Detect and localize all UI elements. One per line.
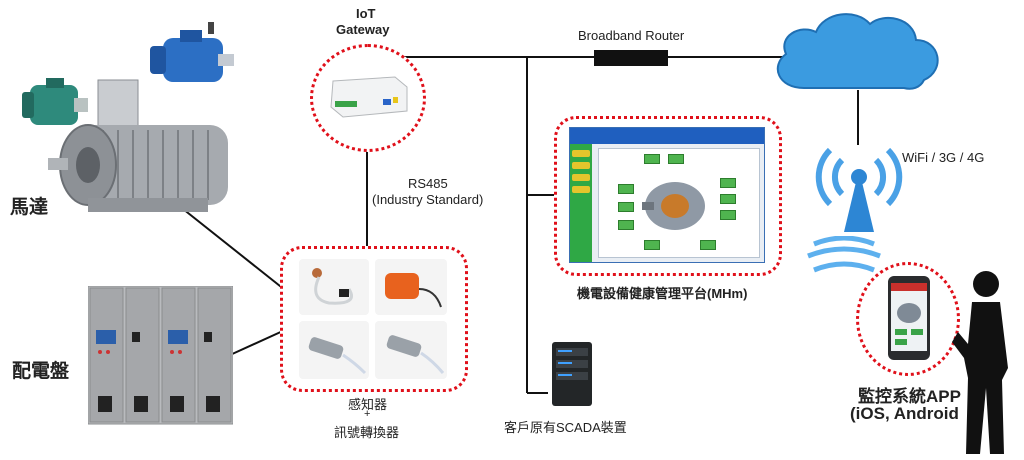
app-label-line1: 監控系統APP	[858, 387, 961, 406]
sensor-photo-orange	[375, 259, 447, 315]
gateway-label-line1: IoT	[356, 6, 376, 21]
mhm-box	[554, 116, 782, 276]
mhm-screen	[569, 127, 765, 263]
cloud-icon	[776, 13, 939, 90]
mhm-motor-diagram	[642, 182, 705, 230]
wifi-waves-icon	[807, 236, 881, 273]
router-box	[594, 50, 668, 66]
person-silhouette	[952, 271, 1008, 454]
gateway-device	[330, 76, 408, 118]
sensor-photo-probe-1	[299, 321, 369, 379]
wifi-label: WiFi / 3G / 4G	[902, 150, 985, 165]
sensor-label-line2: 訊號轉換器	[334, 425, 400, 440]
teal-motor	[22, 78, 88, 125]
smartphone-icon	[888, 276, 930, 360]
gateway-circle	[310, 44, 426, 152]
switchboard-image	[88, 286, 233, 425]
sensor-box	[280, 246, 468, 392]
sensor-label-line1: 感知器	[348, 397, 388, 412]
mhm-screen-sidebar	[570, 144, 592, 262]
sensor-label-plus: +	[364, 408, 371, 420]
rs485-label-line1: RS485	[408, 176, 448, 191]
switchboard-label: 配電盤	[12, 361, 70, 382]
grey-motor	[48, 79, 228, 212]
server-icon	[552, 342, 592, 406]
gateway-label-line2: Gateway	[336, 22, 390, 37]
motor-image	[22, 22, 234, 212]
scada-label: 客戶原有SCADA裝置	[504, 420, 627, 435]
router-label: Broadband Router	[578, 28, 685, 43]
mhm-label: 機電設備健康管理平台(MHm)	[577, 286, 748, 301]
motor-label: 馬達	[10, 197, 49, 218]
app-circle	[856, 262, 960, 376]
sensor-photo-probe-2	[375, 321, 447, 379]
sensor-photo-cable	[299, 259, 369, 315]
rs485-label-line2: (Industry Standard)	[372, 192, 484, 207]
antenna-tower-icon	[815, 147, 903, 232]
app-label-line2: (iOS, Android	[850, 404, 959, 423]
blue-motor	[150, 22, 234, 82]
mhm-screen-header	[570, 128, 764, 144]
